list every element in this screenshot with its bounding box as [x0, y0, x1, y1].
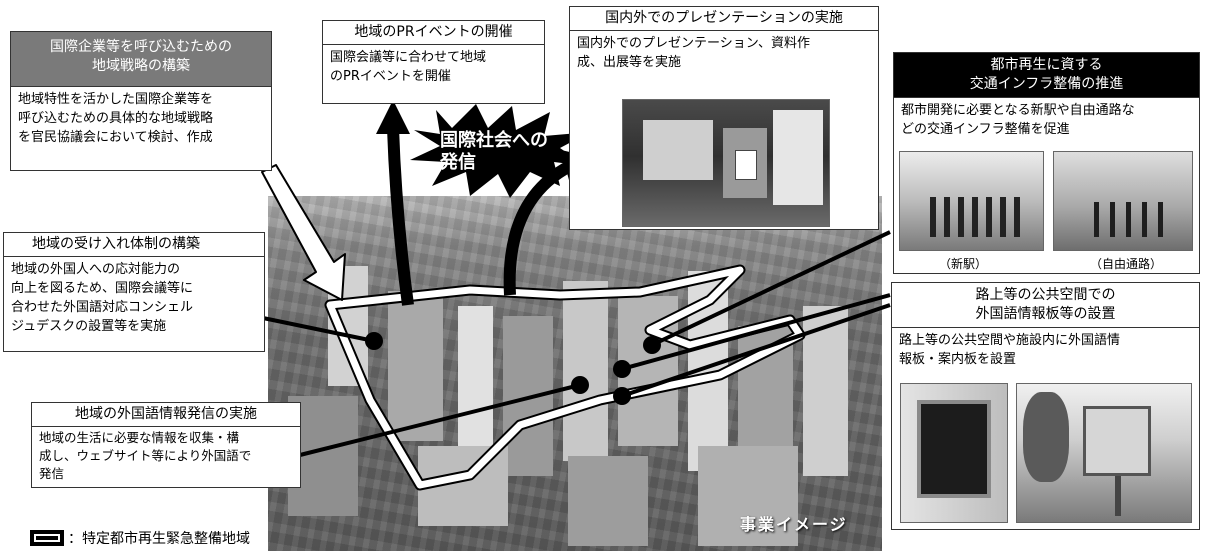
- box-transport-body-line2: どの交通インフラ整備を促進: [901, 122, 1070, 137]
- box-transport-title-line1: 都市再生に資する: [990, 57, 1103, 73]
- box-signage-title: 路上等の公共空間での 外国語情報板等の設置: [892, 283, 1199, 328]
- box-info-body-line2: 成し、ウェブサイト等により外国語で: [39, 448, 252, 463]
- burst-label-line1: 国際社会への: [440, 130, 548, 151]
- box-reception-body-line4: ジュデスクの設置等を実施: [11, 319, 167, 334]
- booth-screen: [643, 120, 713, 180]
- box-presentation-body-line1: 国内外でのプレゼンテーション、資料作: [577, 36, 810, 51]
- project-image-label: 事業イメージ: [740, 515, 848, 534]
- box-pr-event-body: 国際会議等に合わせて地域 のPRイベントを開催: [323, 45, 544, 89]
- caption-new-station: （新駅）: [939, 257, 988, 271]
- box-reception-body: 地域の外国人への応対能力の 向上を図るため、国際会議等に 合わせた外国語対応コン…: [4, 257, 264, 339]
- pointer-reception: [262, 316, 375, 343]
- box-signage-body-line2: 報板・案内板を設置: [899, 352, 1017, 367]
- building: [568, 456, 648, 546]
- box-pr-event: 地域のPRイベントの開催 国際会議等に合わせて地域 のPRイベントを開催: [322, 20, 545, 104]
- people-silhouettes: [1094, 202, 1164, 237]
- box-transport-body: 都市開発に必要となる新駅や自由通路な どの交通インフラ整備を促進: [894, 98, 1199, 142]
- box-info: 地域の外国語情報発信の実施 地域の生活に必要な情報を収集・構 成し、ウェブサイト…: [31, 402, 301, 488]
- box-transport: 都市再生に資する 交通インフラ整備の推進 都市開発に必要となる新駅や自由通路な …: [893, 52, 1200, 274]
- new-station-photo: [899, 151, 1044, 251]
- box-strategy-body-line3: を官民協議会において検討、作成: [18, 130, 213, 145]
- box-reception: 地域の受け入れ体制の構築 地域の外国人への応対能力の 向上を図るため、国際会議等…: [3, 232, 265, 352]
- box-strategy-body-line2: 呼び込むための具体的な地域戦略: [18, 111, 214, 126]
- info-board-screen: [917, 400, 991, 498]
- strategy-arrow: [261, 164, 346, 301]
- area-outline-inner: [326, 266, 804, 489]
- box-reception-body-line3: 合わせた外国語対応コンシェル: [11, 300, 194, 315]
- guide-board-post: [1115, 476, 1121, 516]
- box-info-body-line3: 発信: [39, 466, 65, 481]
- box-signage-title-line1: 路上等の公共空間での: [975, 287, 1116, 303]
- aerial-city-photo: [268, 196, 882, 551]
- building: [803, 306, 848, 476]
- pointer-signage-1: [621, 293, 891, 371]
- outward-arrow-pr-head: [376, 100, 410, 134]
- burst-label: 国際社会への 発信: [440, 130, 548, 174]
- box-info-body: 地域の生活に必要な情報を収集・構 成し、ウェブサイト等により外国語で 発信: [32, 427, 300, 485]
- exhibition-booth-photo: [622, 99, 830, 227]
- outward-arrow-pr: [387, 127, 414, 306]
- burst-label-line2: 発信: [440, 152, 476, 173]
- booth-easel: [735, 150, 757, 180]
- dot-info: [571, 376, 589, 394]
- box-signage-body: 路上等の公共空間や施設内に外国語情 報板・案内板を設置: [892, 328, 1199, 372]
- box-pr-event-title: 地域のPRイベントの開催: [323, 21, 544, 45]
- free-passage-photo: [1053, 151, 1193, 251]
- box-strategy-title: 国際企業等を呼び込むための 地域戦略の構築: [11, 32, 271, 87]
- dot-signage-1: [613, 360, 631, 378]
- box-pr-event-body-line2: のPRイベントを開催: [330, 69, 451, 84]
- pointer-transport: [651, 230, 891, 347]
- legend: ：特定都市再生緊急整備地域: [30, 528, 250, 548]
- box-strategy-body: 地域特性を活かした国際企業等を 呼び込むための具体的な地域戦略 を官民協議会にお…: [11, 87, 271, 150]
- box-transport-title: 都市再生に資する 交通インフラ整備の推進: [894, 53, 1199, 98]
- box-info-title: 地域の外国語情報発信の実施: [32, 403, 300, 427]
- dot-reception: [365, 332, 383, 350]
- box-strategy-title-line1: 国際企業等を呼び込むための: [50, 39, 232, 55]
- box-strategy-body-line1: 地域特性を活かした国際企業等を: [18, 92, 214, 107]
- caption-free-passage: （自由通路）: [1090, 257, 1163, 271]
- box-pr-event-body-line1: 国際会議等に合わせて地域: [330, 50, 487, 65]
- pointer-signage-2: [621, 303, 891, 398]
- building: [388, 291, 443, 441]
- building: [563, 281, 608, 461]
- building: [698, 446, 798, 546]
- pointer-info: [299, 383, 581, 457]
- box-transport-body-line1: 都市開発に必要となる新駅や自由通路な: [901, 103, 1135, 118]
- box-info-body-line1: 地域の生活に必要な情報を収集・構: [39, 430, 240, 445]
- box-signage: 路上等の公共空間での 外国語情報板等の設置 路上等の公共空間や施設内に外国語情 …: [891, 282, 1200, 530]
- box-presentation-body: 国内外でのプレゼンテーション、資料作 成、出展等を実施: [570, 31, 878, 75]
- box-presentation: 国内外でのプレゼンテーションの実施 国内外でのプレゼンテーション、資料作 成、出…: [569, 6, 879, 230]
- burst-shape: [410, 104, 590, 198]
- guide-board-panel: [1083, 406, 1151, 476]
- guide-board-photo: [1016, 383, 1192, 523]
- legend-text: ：特定都市再生緊急整備地域: [68, 531, 250, 547]
- box-strategy-title-line2: 地域戦略の構築: [92, 58, 190, 74]
- box-signage-body-line1: 路上等の公共空間や施設内に外国語情: [899, 333, 1121, 348]
- legend-area-icon: [30, 530, 64, 546]
- dot-signage-2: [613, 387, 631, 405]
- box-presentation-body-line2: 成、出展等を実施: [577, 55, 682, 70]
- box-reception-title: 地域の受け入れ体制の構築: [4, 233, 264, 257]
- booth-wall: [773, 110, 823, 205]
- box-reception-body-line1: 地域の外国人への応対能力の: [11, 262, 181, 277]
- box-presentation-title: 国内外でのプレゼンテーションの実施: [570, 7, 878, 31]
- box-signage-title-line2: 外国語情報板等の設置: [975, 306, 1116, 322]
- box-transport-title-line2: 交通インフラ整備の推進: [969, 76, 1124, 92]
- info-board-photo: [900, 383, 1008, 523]
- box-reception-body-line2: 向上を図るため、国際会議等に: [11, 281, 194, 296]
- people-silhouettes: [930, 197, 1020, 237]
- box-strategy: 国際企業等を呼び込むための 地域戦略の構築 地域特性を活かした国際企業等を 呼び…: [10, 31, 272, 171]
- dot-transport: [643, 336, 661, 354]
- tree: [1023, 392, 1069, 482]
